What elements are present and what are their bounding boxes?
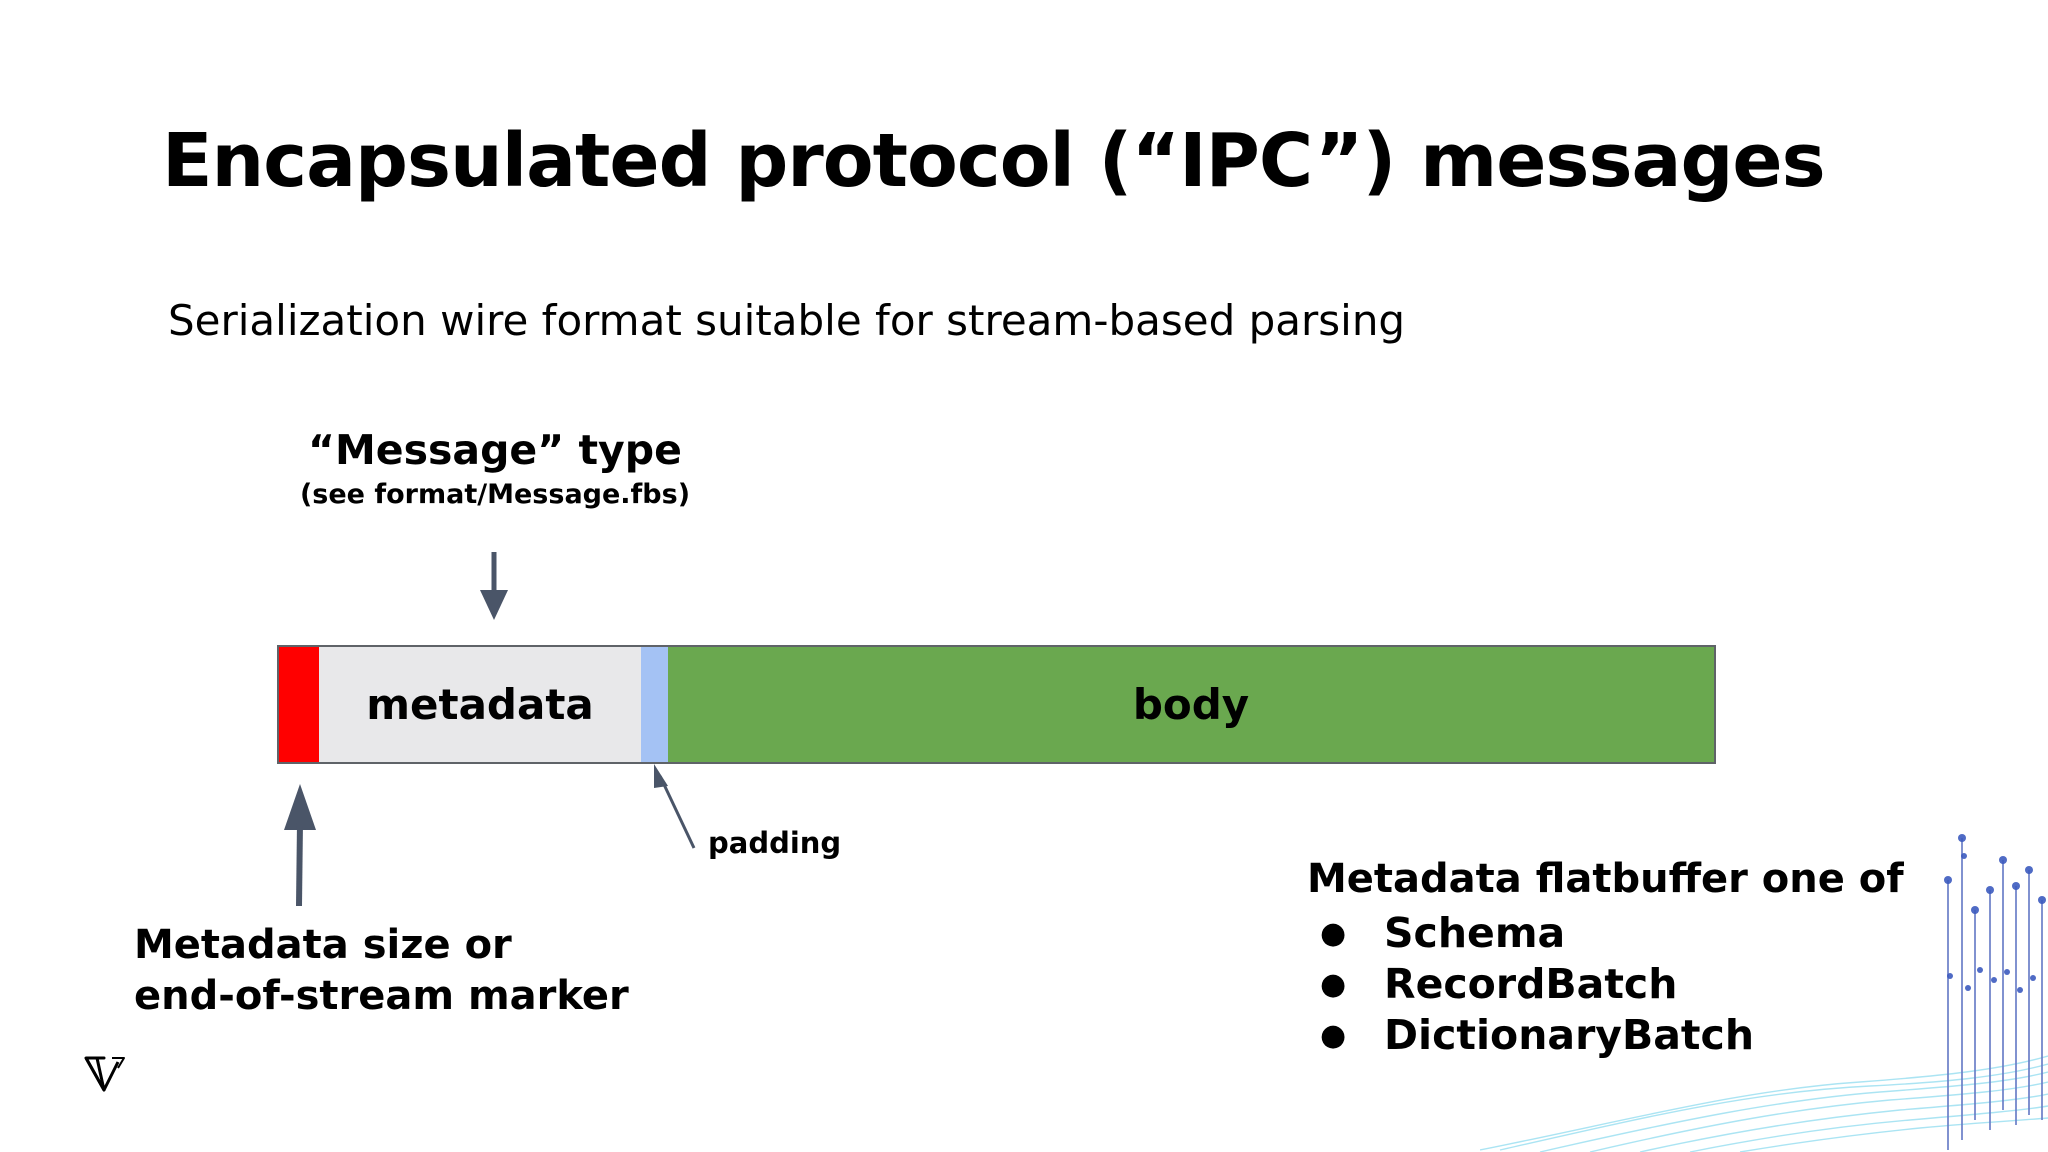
size-marker-label-line: Metadata size or <box>134 922 512 968</box>
list-item: DictionaryBatch <box>1316 1010 1754 1061</box>
size-marker-label-line: end-of-stream marker <box>134 973 629 1019</box>
padding-segment <box>641 645 670 764</box>
decorative-data-art <box>1480 834 2048 1152</box>
slide-title: Encapsulated protocol (“IPC”) messages <box>162 118 1826 204</box>
message-type-note: (see format/Message.fbs) <box>299 479 691 510</box>
padding-arrow <box>654 764 696 849</box>
list-item: RecordBatch <box>1316 959 1754 1010</box>
slide-subtitle: Serialization wire format suitable for s… <box>168 296 1406 345</box>
flatbuffer-title: Metadata flatbuffer one of <box>1307 856 1904 902</box>
logo-icon <box>84 1056 125 1092</box>
body-segment: body <box>668 645 1716 764</box>
message-type-arrow <box>480 552 508 620</box>
padding-label: padding <box>708 826 842 860</box>
metadata-label: metadata <box>366 680 594 729</box>
list-item: Schema <box>1316 908 1754 959</box>
size-marker-arrow <box>284 784 316 907</box>
message-type-label: “Message” type <box>308 426 682 474</box>
metadata-segment: metadata <box>319 645 643 764</box>
size-marker-label: Metadata size or end-of-stream marker <box>134 920 629 1022</box>
flatbuffer-list: Schema RecordBatch DictionaryBatch <box>1316 908 1754 1061</box>
body-label: body <box>1132 680 1250 729</box>
size-marker-segment <box>277 645 321 764</box>
